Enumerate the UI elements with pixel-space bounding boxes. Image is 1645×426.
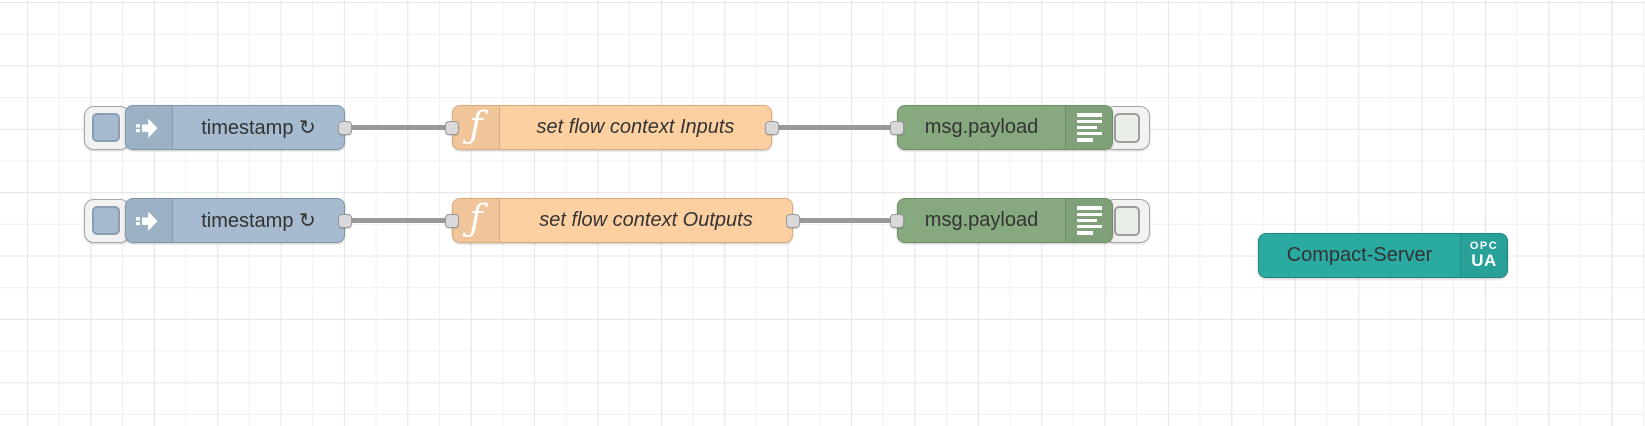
output-port[interactable]	[338, 214, 352, 228]
function-icon: ƒ	[453, 199, 500, 242]
inject-button-inner[interactable]	[92, 113, 120, 142]
function-node[interactable]: ƒ set flow context Inputs	[452, 105, 772, 150]
inject-node[interactable]: timestamp ↻	[125, 105, 345, 150]
debug-node[interactable]: msg.payload	[897, 105, 1113, 150]
opc-ua-icon: OPC UA	[1460, 234, 1507, 277]
wire[interactable]	[793, 218, 897, 223]
node-label: timestamp ↻	[201, 117, 316, 139]
debug-console-icon	[1065, 106, 1112, 149]
debug-console-icon	[1065, 199, 1112, 242]
debug-node[interactable]: msg.payload	[897, 198, 1113, 243]
debug-toggle-inner[interactable]	[1114, 206, 1140, 236]
function-node[interactable]: ƒ set flow context Outputs	[452, 198, 793, 243]
node-label: timestamp ↻	[201, 210, 316, 232]
output-port[interactable]	[786, 214, 800, 228]
output-port[interactable]	[338, 121, 352, 135]
node-label: set flow context Outputs	[539, 209, 753, 231]
opcua-compact-server-node[interactable]: Compact-Server OPC UA	[1258, 233, 1508, 278]
wire[interactable]	[345, 125, 452, 130]
inject-arrow-icon	[126, 106, 173, 149]
function-icon: ƒ	[453, 106, 500, 149]
input-port[interactable]	[890, 214, 904, 228]
node-label: msg.payload	[924, 116, 1039, 138]
node-label: Compact-Server	[1286, 244, 1433, 266]
output-port[interactable]	[765, 121, 779, 135]
inject-button-inner[interactable]	[92, 206, 120, 235]
node-label: msg.payload	[924, 209, 1039, 231]
debug-toggle-inner[interactable]	[1114, 113, 1140, 143]
inject-node[interactable]: timestamp ↻	[125, 198, 345, 243]
node-label: set flow context Inputs	[536, 116, 735, 138]
input-port[interactable]	[445, 121, 459, 135]
inject-arrow-icon	[126, 199, 173, 242]
input-port[interactable]	[445, 214, 459, 228]
wire[interactable]	[772, 125, 897, 130]
wire[interactable]	[345, 218, 452, 223]
input-port[interactable]	[890, 121, 904, 135]
